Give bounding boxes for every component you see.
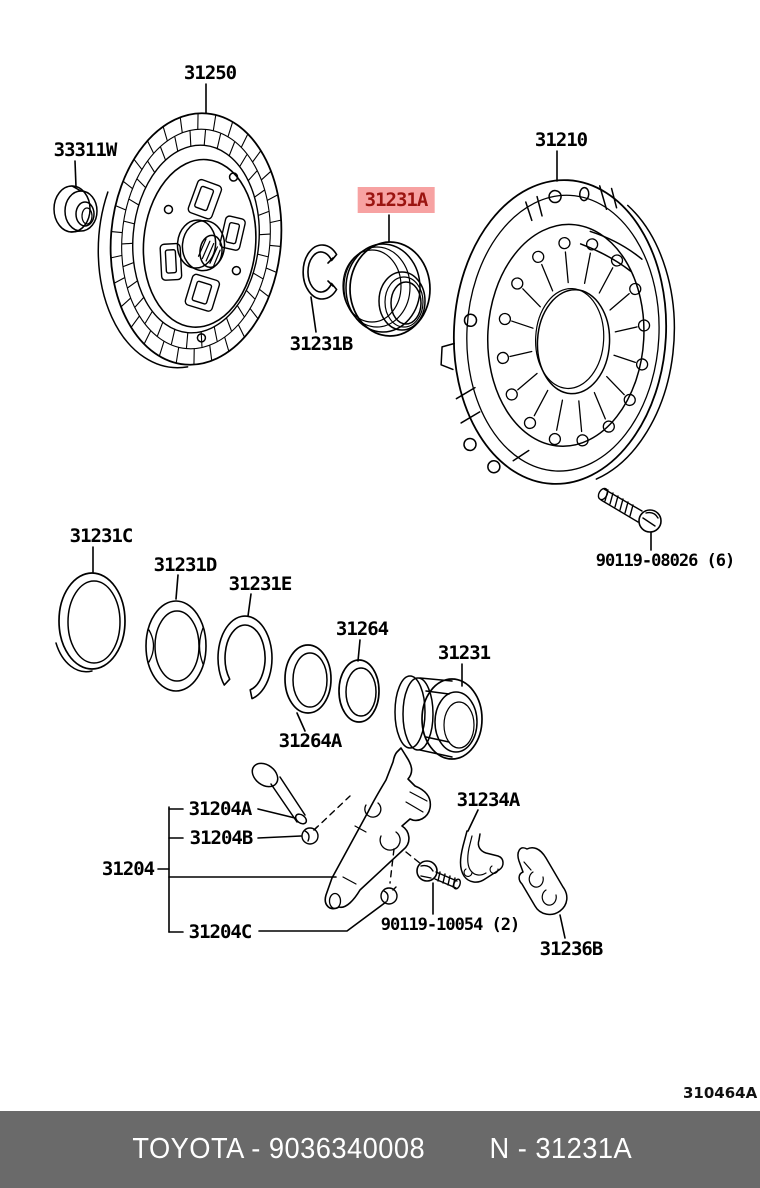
release-bearing-a-drawing bbox=[342, 241, 431, 337]
ring-c-drawing bbox=[55, 572, 126, 673]
fork-clip-c-drawing bbox=[380, 886, 398, 905]
leader-lines bbox=[74, 83, 652, 939]
part-label-31250[interactable]: 31250 bbox=[183, 62, 237, 84]
part-label-31231a-highlighted[interactable]: 31231A bbox=[357, 187, 435, 213]
clip-bracket-drawing bbox=[459, 830, 504, 883]
part-label-31210[interactable]: 31210 bbox=[534, 129, 588, 151]
part-label-31231e[interactable]: 31231E bbox=[228, 573, 293, 595]
part-label-31204a[interactable]: 31204A bbox=[188, 798, 253, 820]
boot-drawing bbox=[517, 846, 568, 916]
washer-d-drawing bbox=[145, 600, 207, 692]
part-label-31204c[interactable]: 31204C bbox=[188, 921, 253, 943]
part-label-31204[interactable]: 31204 bbox=[101, 858, 155, 880]
part-label-90119-10054[interactable]: 90119-10054 (2) bbox=[380, 915, 521, 935]
fork-clip-b-drawing bbox=[301, 826, 319, 845]
figure-code: 310464A bbox=[683, 1084, 758, 1102]
part-label-31231d[interactable]: 31231D bbox=[153, 554, 218, 576]
footer-brand-part-number: TOYOTA - 9036340008 bbox=[132, 1133, 426, 1165]
footer-reference-number: N - 31231A bbox=[489, 1133, 633, 1165]
assembly-dashed-lines bbox=[313, 795, 422, 884]
part-label-33311w[interactable]: 33311W bbox=[53, 139, 118, 161]
part-label-31264a[interactable]: 31264A bbox=[278, 730, 343, 752]
fork-bolt-drawing bbox=[416, 860, 461, 890]
part-label-31236b[interactable]: 31236B bbox=[539, 938, 604, 960]
bearing-hub-drawing bbox=[394, 675, 483, 760]
part-label-31264[interactable]: 31264 bbox=[335, 618, 389, 640]
fork-pin-drawing bbox=[251, 762, 308, 825]
clutch-cover-drawing bbox=[440, 179, 676, 485]
part-label-90119-08026[interactable]: 90119-08026 (6) bbox=[595, 551, 736, 571]
footer-bar: TOYOTA - 9036340008 N - 31231A bbox=[0, 1111, 760, 1188]
part-label-31231b[interactable]: 31231B bbox=[289, 333, 354, 355]
clutch-disc-drawing bbox=[97, 112, 283, 369]
snap-ring-b-drawing bbox=[302, 244, 338, 300]
release-fork-drawing bbox=[324, 747, 432, 910]
part-label-31231c[interactable]: 31231C bbox=[69, 525, 134, 547]
part-label-31204b[interactable]: 31204B bbox=[189, 827, 254, 849]
cover-bolt-drawing bbox=[597, 487, 662, 533]
ring-64a-drawing bbox=[284, 644, 332, 714]
ring-64-drawing bbox=[338, 659, 380, 723]
snap-ring-e-drawing bbox=[217, 615, 273, 700]
part-label-31234a[interactable]: 31234A bbox=[456, 789, 521, 811]
pilot-bearing-drawing bbox=[53, 185, 98, 233]
part-label-31231[interactable]: 31231 bbox=[437, 642, 491, 664]
